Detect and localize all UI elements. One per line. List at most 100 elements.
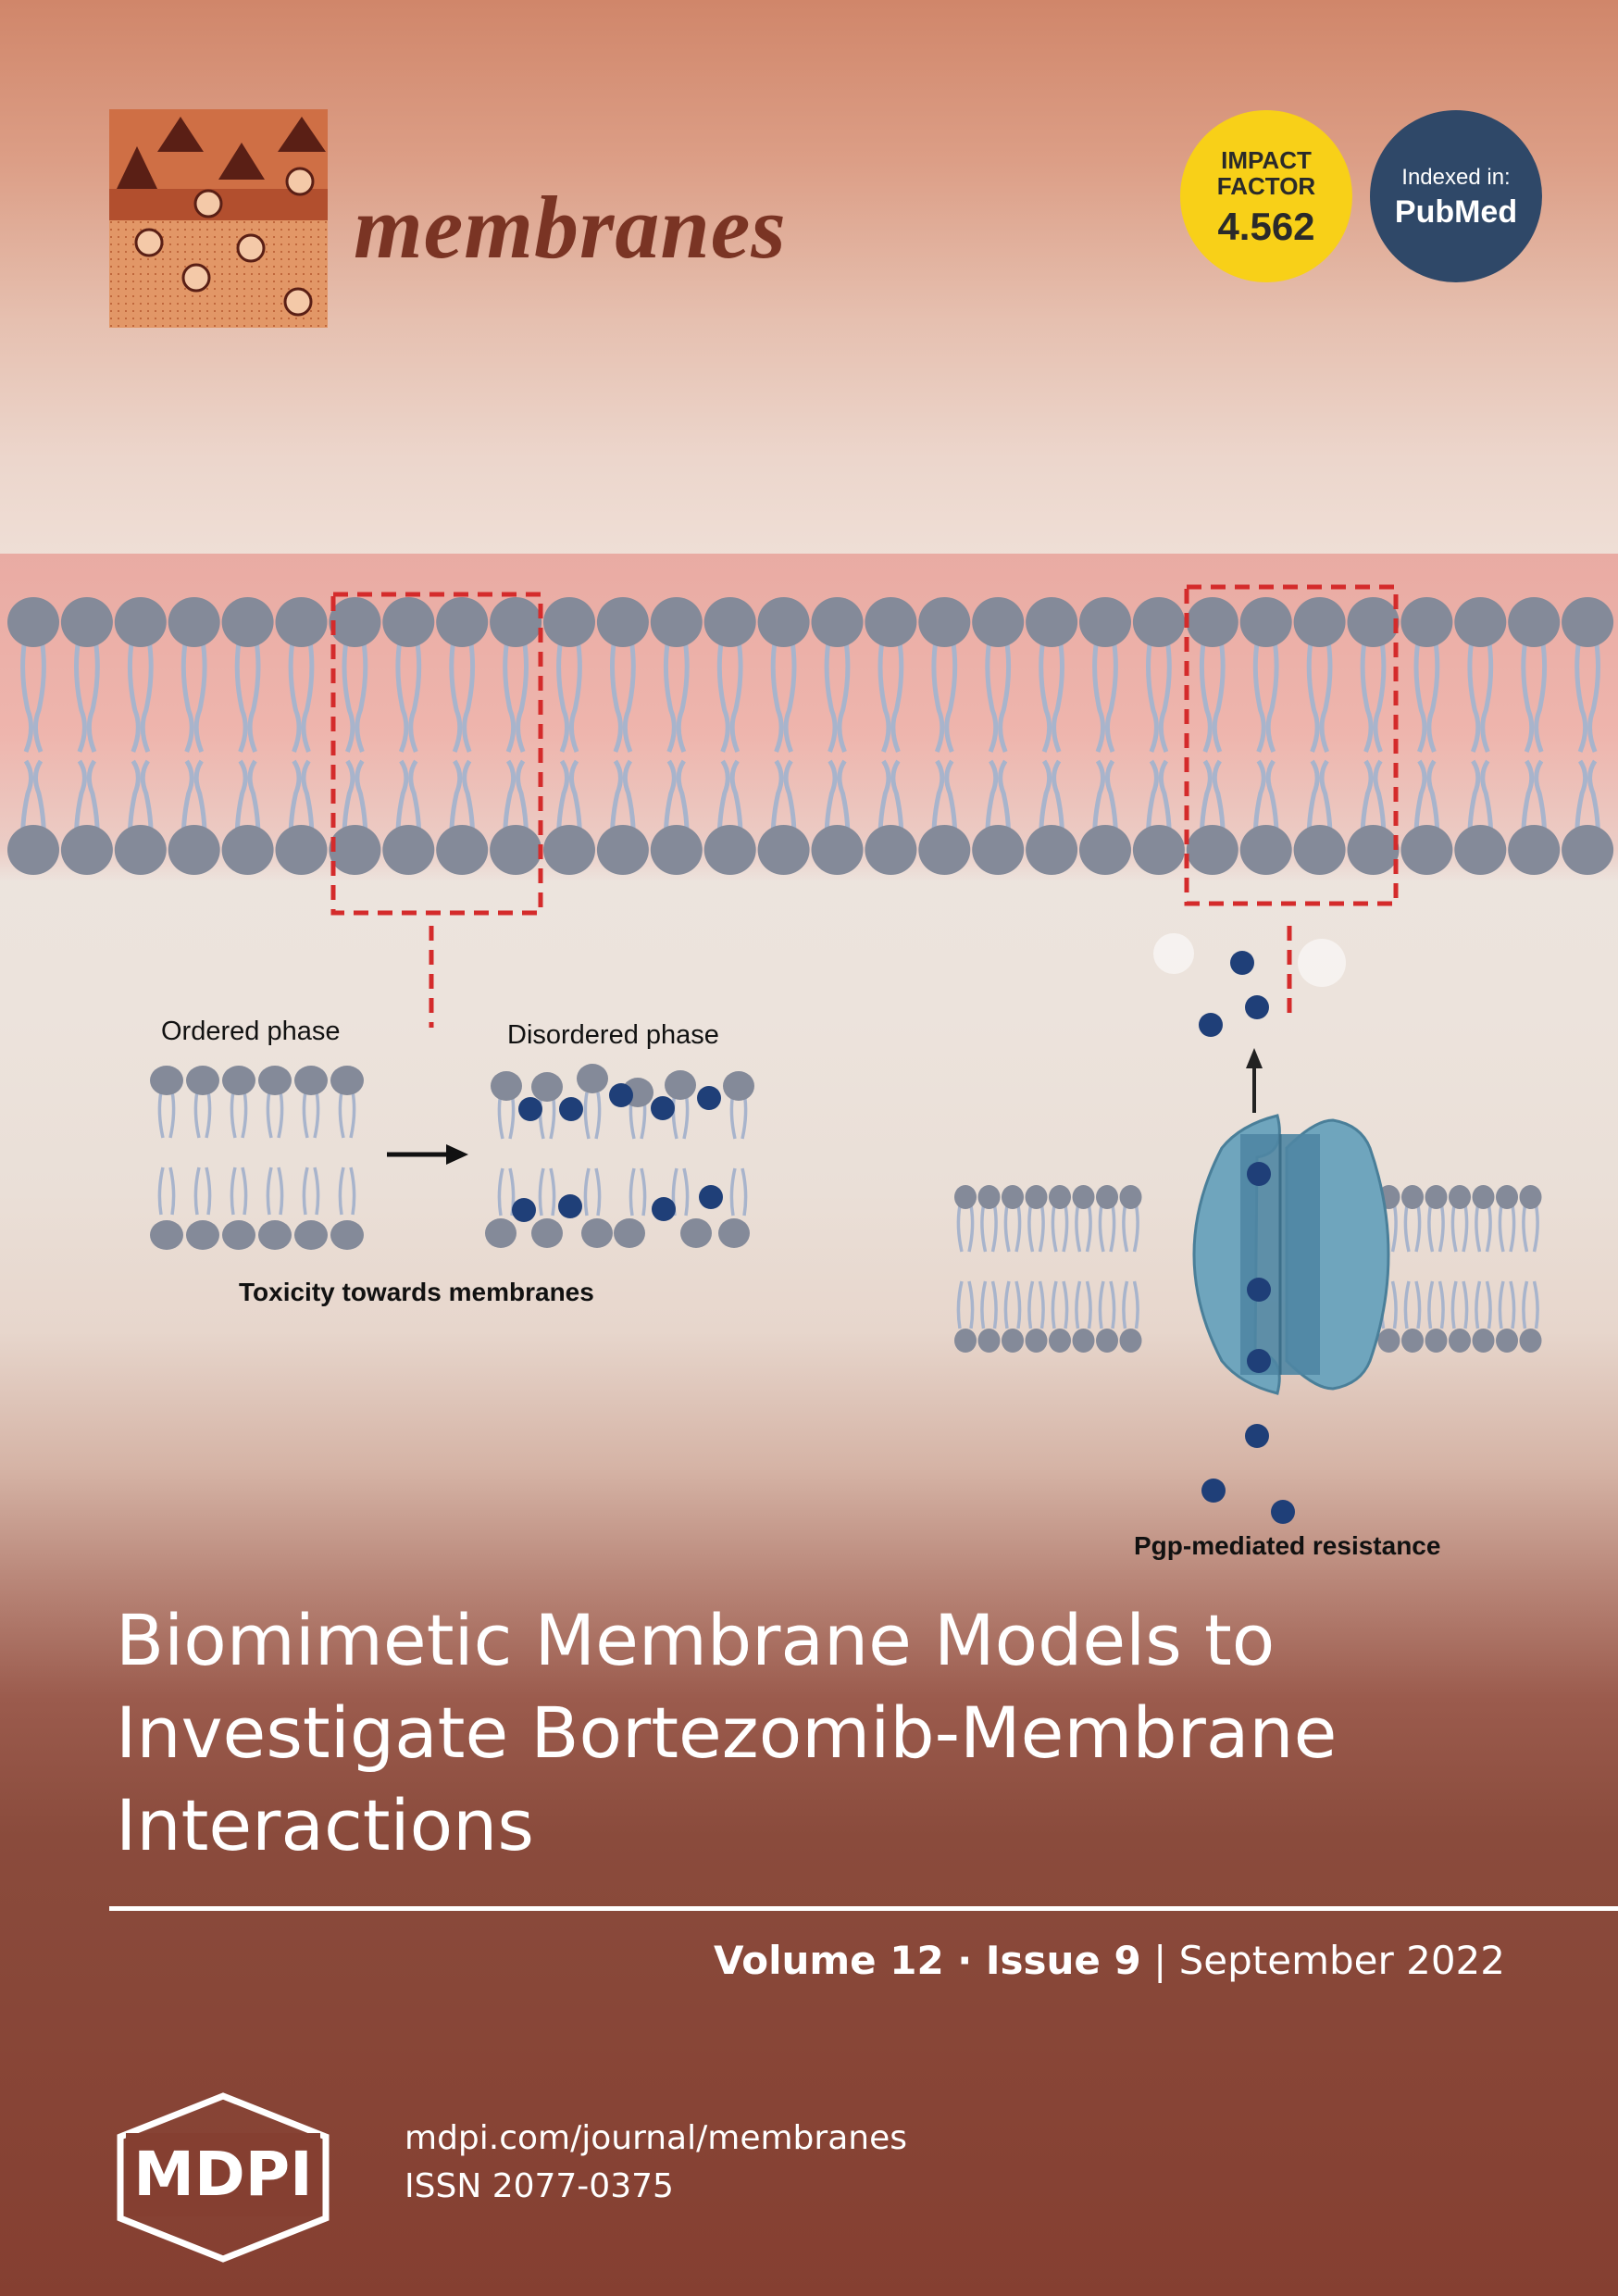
lipid-head <box>1049 1329 1071 1353</box>
lipid-head <box>1293 825 1346 875</box>
lipid-tails <box>1051 1204 1069 1330</box>
lipid-head <box>150 1066 183 1095</box>
lipid-head <box>918 597 971 647</box>
lipid-head <box>703 597 756 647</box>
lipid-head <box>168 597 220 647</box>
lipid-head <box>436 597 489 647</box>
lipid-head <box>382 597 435 647</box>
lipid-head <box>723 1071 754 1101</box>
lipid-head <box>1401 1185 1424 1209</box>
lipid-head <box>491 1071 522 1101</box>
lipid-head <box>7 597 59 647</box>
lipid-head <box>1049 1185 1071 1209</box>
lipid-tails <box>1027 1204 1045 1330</box>
lipid-head <box>222 1066 255 1095</box>
lipid-head <box>1400 597 1453 647</box>
lipid-head <box>1347 597 1400 647</box>
lipid-tails <box>729 1091 748 1217</box>
publisher-info: mdpi.com/journal/membranes ISSN 2077-037… <box>404 2115 907 2211</box>
article-title-line: Investigate Bortezomib-Membrane <box>116 1691 1338 1774</box>
lipid-head <box>977 1185 1001 1209</box>
lipid-head <box>1472 1185 1495 1209</box>
lipid-tails <box>956 1204 975 1330</box>
issue-info: Volume 12 · Issue 9 | September 2022 <box>714 1938 1505 1983</box>
lipid-head <box>1096 1185 1118 1209</box>
lipid-head <box>150 1220 183 1250</box>
lipid-head <box>221 825 274 875</box>
lipid-tails <box>1098 1204 1116 1330</box>
lipid-head <box>485 1218 517 1248</box>
lipid-head <box>436 825 489 875</box>
volume-number: Volume 12 <box>714 1938 944 1983</box>
membrane-background-band <box>0 554 1618 881</box>
impact-factor-badge: IMPACT FACTOR 4.562 <box>1180 110 1352 282</box>
membranes-logo-icon <box>109 109 328 328</box>
lipid-head <box>543 825 595 875</box>
lipid-head <box>1026 825 1078 875</box>
disordered-phase-bilayer <box>485 1064 754 1248</box>
lipid-head <box>60 825 113 875</box>
lipid-head <box>1496 1185 1518 1209</box>
lipid-head <box>1400 825 1453 875</box>
lipid-head <box>1072 1185 1095 1209</box>
pubmed-badge: Indexed in: PubMed <box>1370 110 1542 282</box>
lipid-head <box>1079 597 1131 647</box>
issue-date: September 2022 <box>1178 1938 1505 1983</box>
lipid-tails <box>1122 1204 1139 1330</box>
lipid-head <box>114 597 167 647</box>
lipid-head <box>614 1218 645 1248</box>
lipid-tails <box>1475 1204 1492 1330</box>
lipid-head <box>1449 1329 1471 1353</box>
indexed-value: PubMed <box>1394 194 1518 230</box>
article-title-line: Biomimetic Membrane Models to <box>116 1599 1276 1681</box>
lipid-head <box>665 1070 696 1100</box>
lipid-head <box>222 1220 255 1250</box>
impact-factor-label-line2: FACTOR <box>1216 172 1316 200</box>
lipid-head <box>811 825 864 875</box>
lipid-head <box>954 1329 977 1353</box>
lipid-head <box>1096 1329 1118 1353</box>
lipid-head <box>1425 1329 1448 1353</box>
lipid-head <box>703 825 756 875</box>
lipid-head <box>1508 825 1561 875</box>
lipid-head <box>596 825 649 875</box>
lipid-head <box>1239 597 1292 647</box>
lipid-head <box>329 597 381 647</box>
lipid-head <box>329 825 381 875</box>
lipid-head <box>1425 1185 1448 1209</box>
lipid-head <box>1508 597 1561 647</box>
pgp-caption: Pgp-mediated resistance <box>1134 1531 1441 1560</box>
lipid-head <box>60 597 113 647</box>
lipid-head <box>1239 825 1292 875</box>
lipid-head <box>543 597 595 647</box>
lipid-tails <box>1427 1204 1445 1330</box>
lipid-head <box>1401 1329 1424 1353</box>
lipid-tails <box>193 1090 212 1217</box>
lipid-head <box>757 825 810 875</box>
lipid-head <box>977 1329 1001 1353</box>
lipid-head <box>531 1072 563 1102</box>
lipid-head <box>1472 1329 1495 1353</box>
phase-transition-arrow <box>387 1144 468 1165</box>
lipid-head <box>1519 1185 1542 1209</box>
lipid-head <box>330 1220 364 1250</box>
ordered-phase-label: Ordered phase <box>161 1017 341 1046</box>
lipid-head <box>186 1066 219 1095</box>
lipid-head <box>1119 1185 1142 1209</box>
lipid-tails <box>671 1091 690 1217</box>
lipid-head <box>1079 825 1131 875</box>
lipid-head <box>972 825 1025 875</box>
lipid-head <box>577 1064 608 1093</box>
issue-number: Issue 9 <box>985 1938 1141 1983</box>
lipid-head <box>531 1218 563 1248</box>
journal-url: mdpi.com/journal/membranes <box>404 2119 907 2157</box>
lipid-head <box>865 597 917 647</box>
lipid-head <box>1293 597 1346 647</box>
lipid-head <box>490 825 542 875</box>
lipid-head <box>490 597 542 647</box>
lipid-head <box>294 1220 328 1250</box>
lipid-head <box>1562 825 1614 875</box>
lipid-head <box>1519 1329 1542 1353</box>
lipid-head <box>1562 597 1614 647</box>
